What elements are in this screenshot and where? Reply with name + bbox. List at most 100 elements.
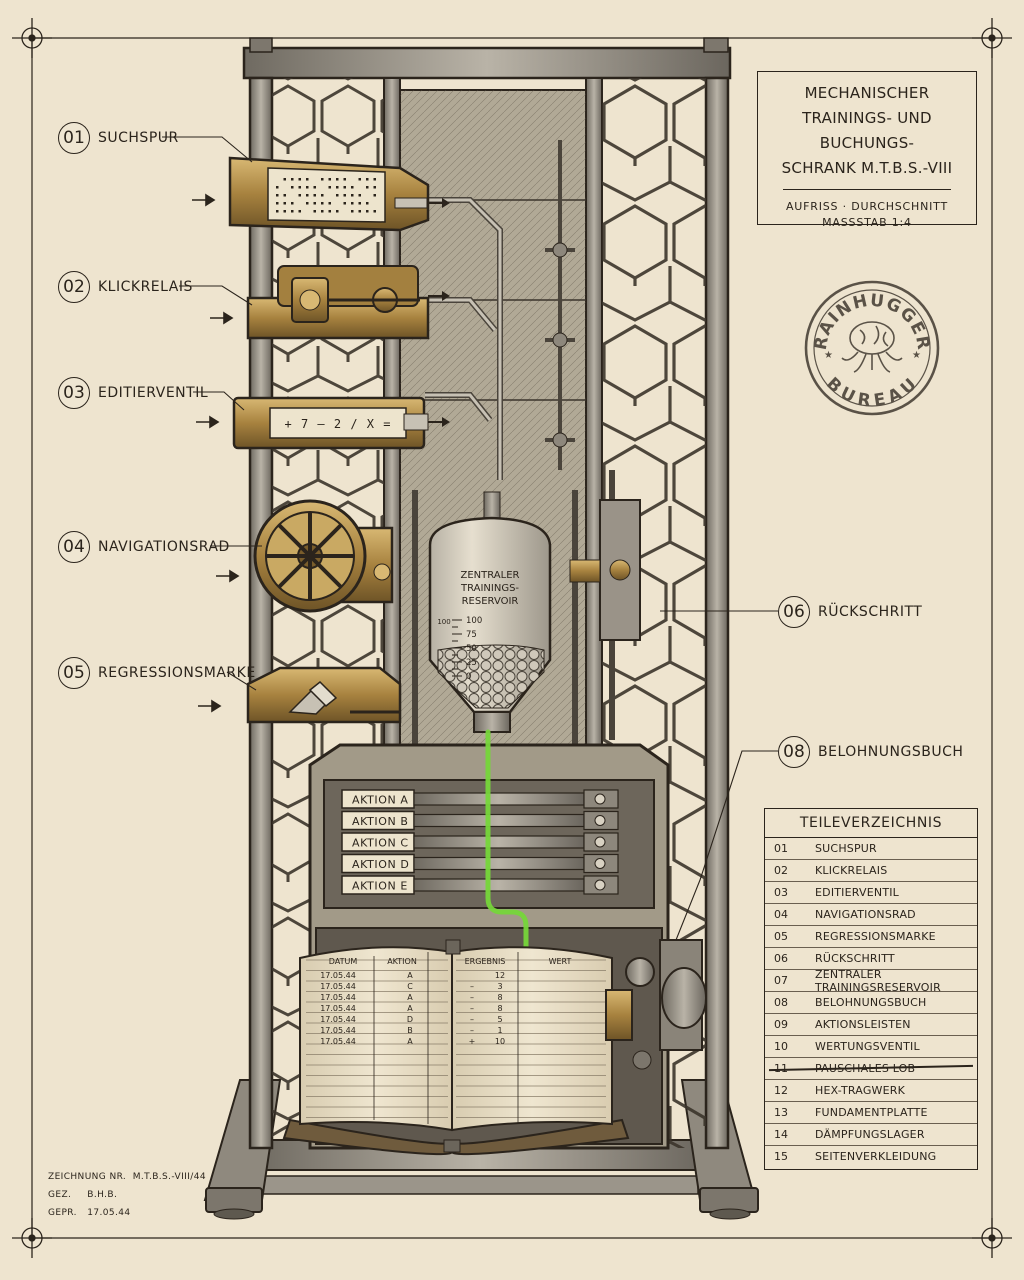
part-number: 13: [774, 1106, 788, 1119]
ledger-date: 17.05.44: [320, 993, 356, 1002]
action-bar-rod: [413, 835, 585, 849]
part-name: WERTUNGSVENTIL: [815, 1040, 920, 1053]
search-track-module: [228, 156, 450, 232]
scale-label: MASSSTAB 1:4: [822, 216, 912, 229]
part-number: 03: [774, 886, 788, 899]
title-divider: [783, 189, 951, 190]
drawn-by-label: GEZ.: [48, 1190, 72, 1200]
ledger-action: A: [407, 1037, 413, 1046]
drawing-number-label: ZEICHNUNG NR.: [48, 1172, 127, 1182]
part-name: NAVIGATIONSRAD: [815, 908, 916, 921]
part-name: DÄMPFUNGSLAGER: [815, 1128, 925, 1141]
ledger-header: WERT: [549, 957, 572, 966]
reward-signal-line: [485, 729, 529, 1045]
navigation-wheel-module: [253, 499, 394, 613]
callout-label: REGRESSIONSMARKE: [98, 665, 256, 681]
ledger-header: ERGEBNIS: [465, 957, 506, 966]
ledger-date: 17.05.44: [320, 1015, 356, 1024]
action-bar-label: AKTION C: [352, 837, 409, 850]
part-number: 12: [774, 1084, 788, 1097]
reservoir-scale-left: 100: [437, 618, 450, 626]
part-name: HEX-TRAGWERK: [815, 1084, 906, 1097]
title-line-1: MECHANISCHER: [804, 84, 930, 102]
ledger-action: D: [407, 1015, 413, 1024]
regression-marker-module: [246, 666, 402, 724]
bureau-stamp: BRAINHUGGERS BUREAU ★ ★: [804, 280, 940, 416]
parts-list-title: TEILEVERZEICHNIS: [765, 809, 977, 838]
damping-bearing: [605, 939, 707, 1070]
action-bar-label: AKTION A: [352, 794, 409, 807]
action-bar-label: AKTION E: [352, 880, 408, 893]
action-bar-label: AKTION D: [352, 858, 410, 871]
part-number: 08: [774, 996, 788, 1009]
callout-search-track: 01 SUCHSPUR: [58, 122, 179, 154]
action-bar-rod: [413, 813, 585, 828]
leader-lines: [162, 136, 778, 951]
parts-row-struck: 11PAUSCHALES LOB: [765, 1058, 977, 1080]
callout-number: 03: [58, 377, 90, 409]
ledger-action: A: [407, 993, 413, 1002]
callout-navigation-wheel: 04 NAVIGATIONSRAD: [58, 531, 230, 563]
ledger-date: 17.05.44: [320, 1004, 356, 1013]
reward-book: [282, 939, 630, 1156]
callout-label: BELOHNUNGSBUCH: [818, 744, 964, 760]
ledger-date: 17.05.44: [320, 971, 356, 980]
callout-number: 04: [58, 531, 90, 563]
svg-text:★: ★: [912, 350, 921, 361]
parts-row: 04 NAVIGATIONSRAD: [765, 904, 977, 926]
svg-text:★: ★: [824, 350, 833, 361]
part-number: 09: [774, 1018, 788, 1031]
part-name: KLICKRELAIS: [815, 864, 888, 877]
part-number: 15: [774, 1150, 788, 1163]
view-label: AUFRISS · DURCHSCHNITT: [785, 200, 949, 213]
part-number: 07: [774, 974, 788, 987]
title-line-3: SCHRANK M.T.B.S.-VIII: [781, 159, 953, 177]
ledger-date: 17.05.44: [320, 1037, 356, 1046]
part-number: 01: [774, 842, 788, 855]
part-number: 06: [774, 952, 788, 965]
ledger-result: 8: [497, 993, 502, 1002]
parts-row: 13 FUNDAMENTPLATTE: [765, 1102, 977, 1124]
part-number: 04: [774, 908, 788, 921]
ledger-sign: –: [470, 1015, 474, 1024]
ledger-header: DATUM: [329, 957, 358, 966]
ledger-header: AKTION: [387, 957, 417, 966]
ledger-action: C: [407, 982, 413, 991]
callout-label: KLICKRELAIS: [98, 279, 193, 295]
part-number: 02: [774, 864, 788, 877]
edit-valve-module: [232, 396, 450, 450]
ledger-action: B: [407, 1026, 413, 1035]
callout-number: 01: [58, 122, 90, 154]
parts-row: 14 DÄMPFUNGSLAGER: [765, 1124, 977, 1146]
reservoir-scale-label: 25: [466, 658, 477, 668]
part-name: FUNDAMENTPLATTE: [815, 1106, 928, 1119]
ledger-sign: –: [470, 993, 474, 1002]
part-number: 14: [774, 1128, 788, 1141]
parts-row: 02 KLICKRELAIS: [765, 860, 977, 882]
reservoir-label-3: RESERVOIR: [462, 596, 519, 607]
registration-marks: [12, 18, 1012, 1258]
part-name: ZENTRALER TRAININGSRESERVOIR: [815, 967, 941, 994]
ledger-result: 3: [497, 982, 502, 991]
callout-label: EDITIERVENTIL: [98, 385, 209, 401]
callout-regression-marker: 05 REGRESSIONSMARKE: [58, 657, 256, 689]
ledger-date: 17.05.44: [320, 982, 356, 991]
drawn-by: B.H.B.: [87, 1190, 118, 1200]
ledger-action: A: [407, 971, 413, 980]
callout-number: 02: [58, 271, 90, 303]
parts-row: 09 AKTIONSLEISTEN: [765, 1014, 977, 1036]
ledger-sign: –: [470, 982, 474, 991]
ledger-result: 1: [497, 1026, 502, 1035]
sheet-border: [31, 37, 993, 1239]
title-block: MECHANISCHER TRAININGS- UND BUCHUNGS- SC…: [757, 71, 977, 229]
part-name: AKTIONSLEISTEN: [815, 1018, 911, 1031]
ledger-result: 12: [495, 971, 505, 980]
cabinet-frame: [242, 37, 732, 1150]
ledger-date: 17.05.44: [320, 1026, 356, 1035]
